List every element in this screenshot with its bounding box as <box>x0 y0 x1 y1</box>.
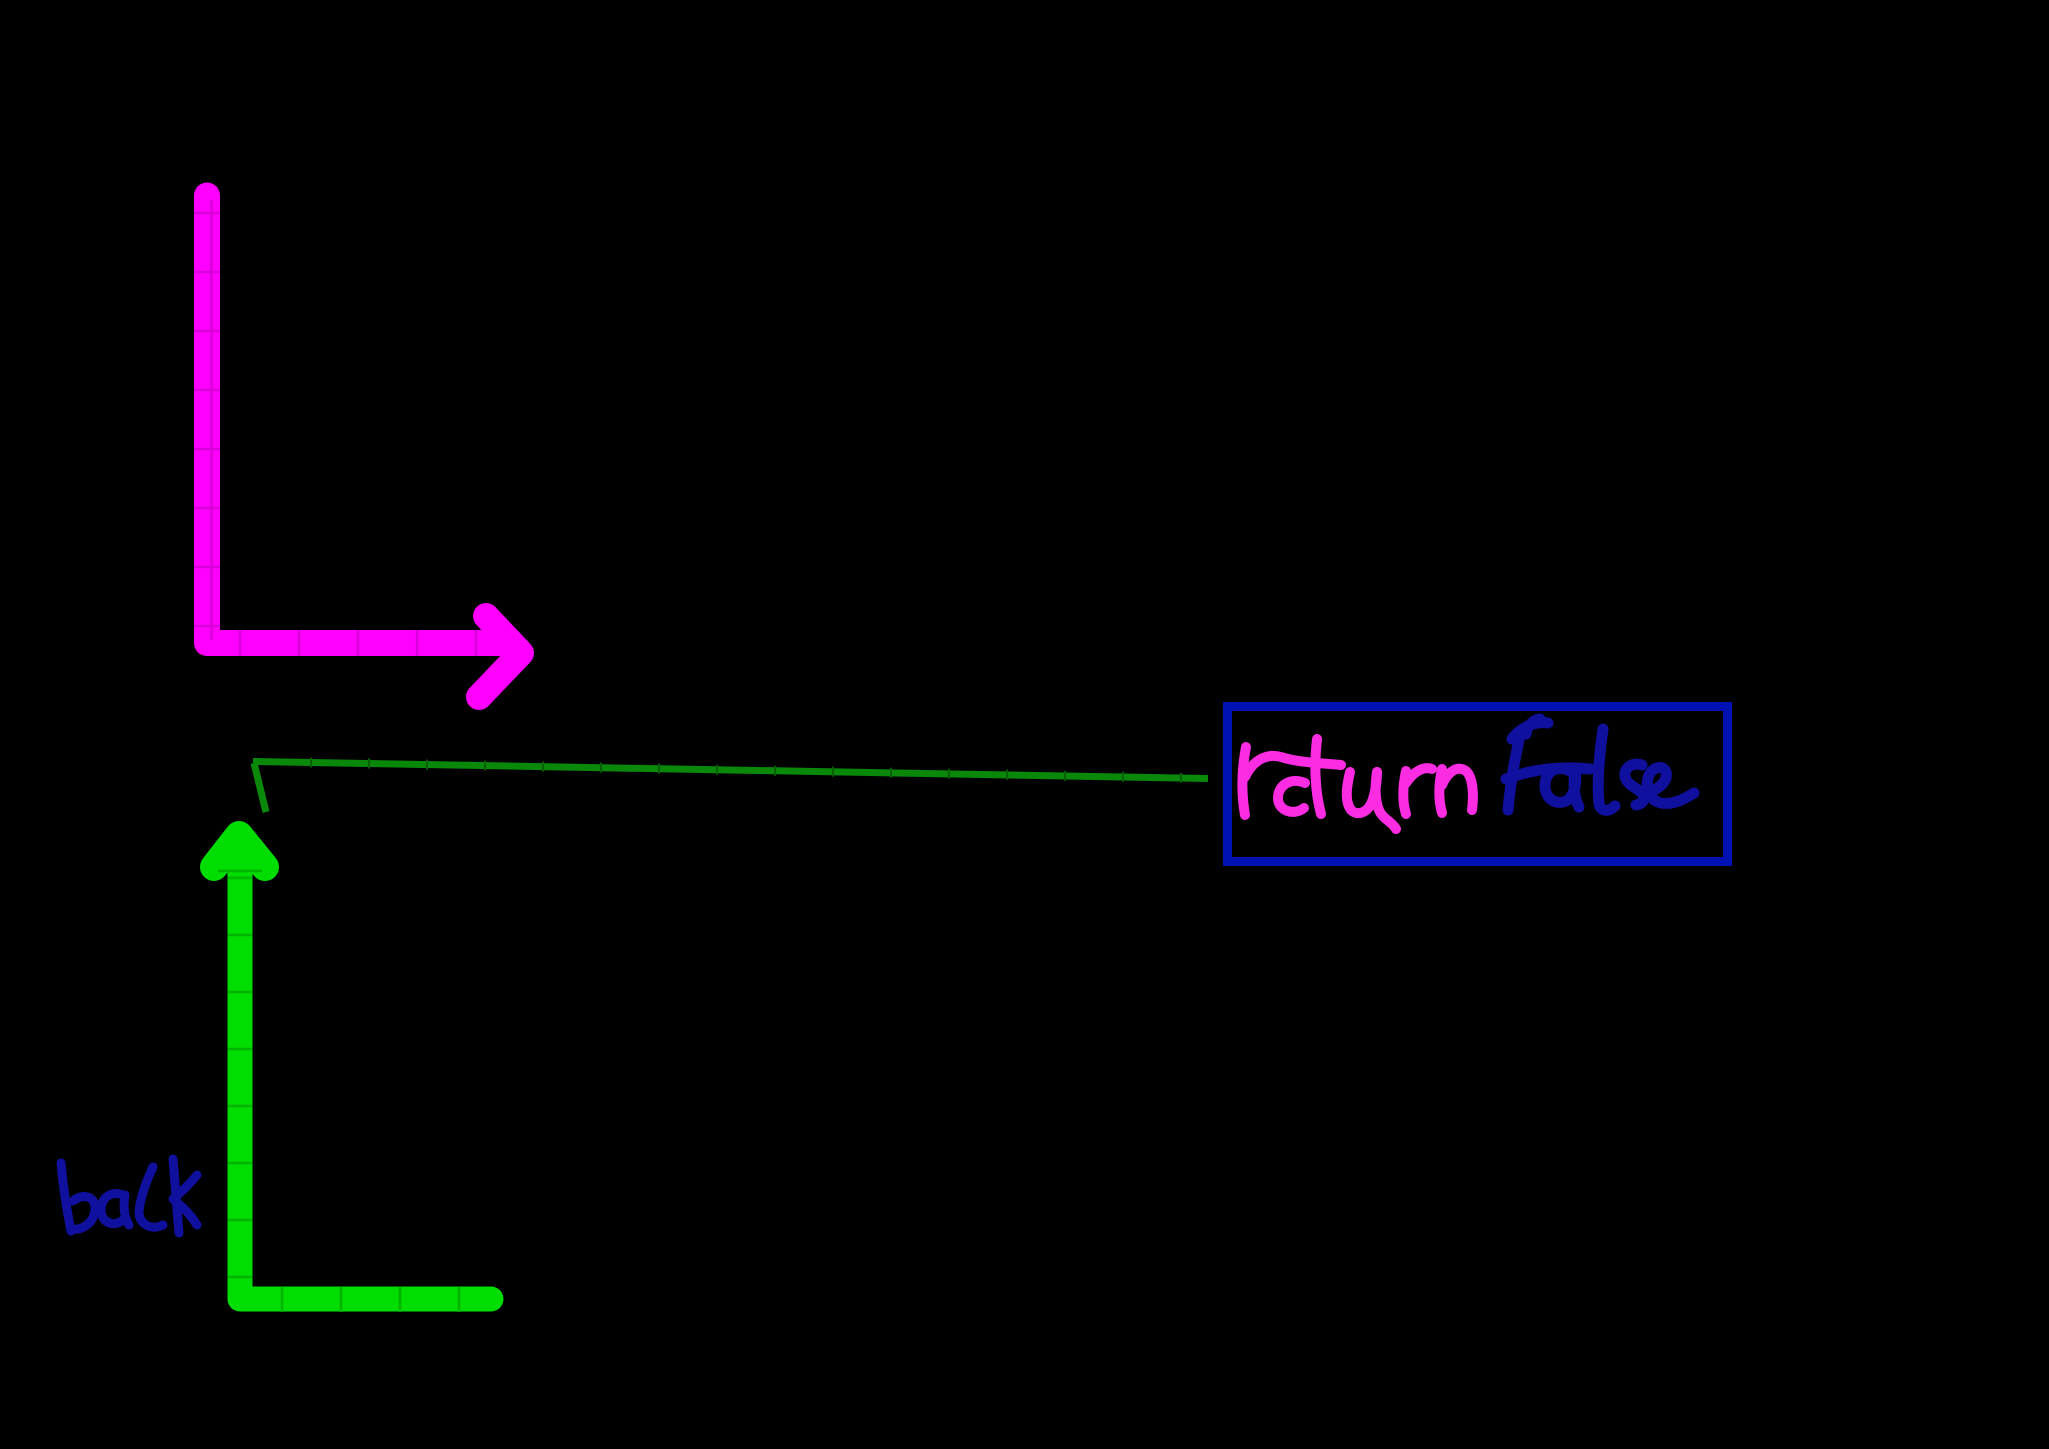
green-connector-hook <box>250 762 270 813</box>
lime-arrowhead <box>200 821 279 881</box>
false-handwriting <box>1500 713 1700 816</box>
magenta-arrow <box>194 182 534 710</box>
green-connector-main <box>252 758 1209 782</box>
magenta-arrow-shaft <box>194 196 510 656</box>
magenta-stroke-seams <box>194 200 478 656</box>
back-handwriting <box>56 1154 202 1238</box>
return-false-box <box>1223 702 1732 866</box>
green-line-seams <box>310 757 1182 783</box>
return-handwriting <box>1237 734 1478 834</box>
lime-stroke-seams <box>218 869 461 1312</box>
lime-arrow-shaft <box>227 835 504 1312</box>
magenta-arrowhead <box>466 603 534 710</box>
return-false-box-border <box>1223 702 1732 866</box>
lime-arrow <box>200 821 504 1312</box>
green-connector-line <box>250 758 1209 813</box>
